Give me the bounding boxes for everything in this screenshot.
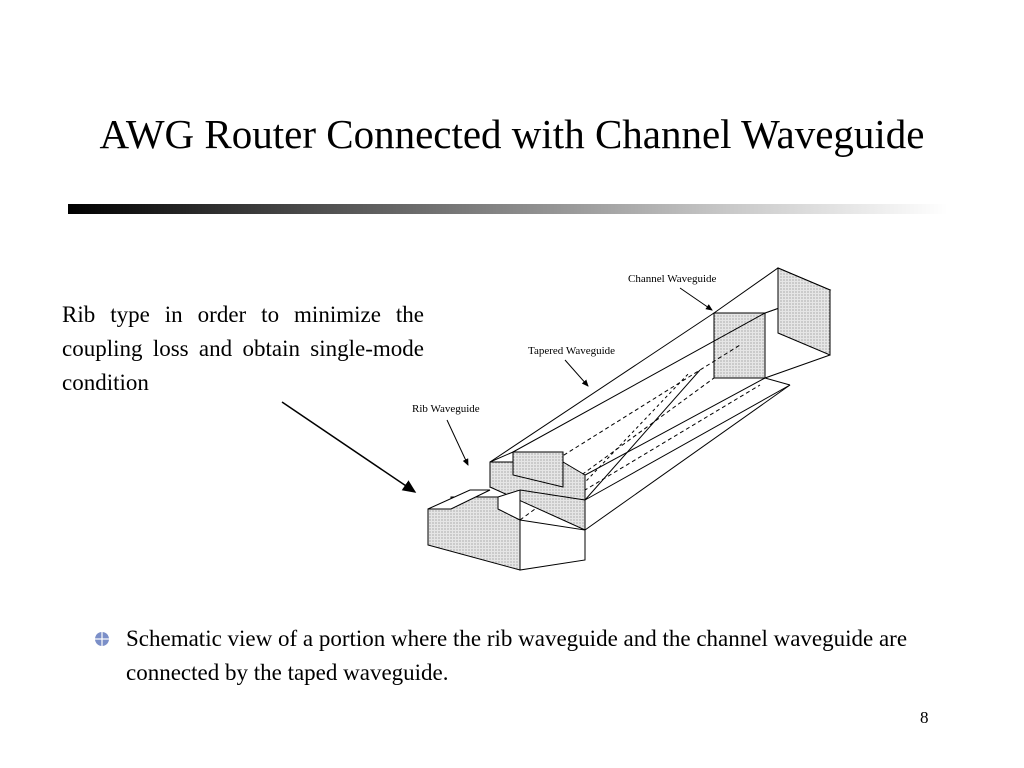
rib-step — [489, 451, 586, 531]
bullet-diamond-icon — [95, 632, 109, 646]
label-channel-waveguide: Channel Waveguide — [628, 273, 717, 285]
bullet-text: Schematic view of a portion where the ri… — [126, 626, 908, 685]
page-number: 8 — [920, 708, 929, 727]
waveguide-schematic: Channel Waveguide Tapered Waveguide Rib … — [412, 267, 832, 571]
callout-text: Rib type in order to minimize the coupli… — [62, 302, 424, 395]
title-divider — [68, 204, 948, 214]
rib-waveguide — [427, 489, 586, 571]
slide-title: AWG Router Connected with Channel Wavegu… — [99, 111, 925, 157]
label-tapered-waveguide: Tapered Waveguide — [528, 345, 615, 357]
label-rib-waveguide: Rib Waveguide — [412, 403, 480, 415]
tapered-waveguide — [569, 369, 701, 501]
label-pointers — [446, 287, 713, 466]
channel-waveguide — [712, 267, 832, 379]
